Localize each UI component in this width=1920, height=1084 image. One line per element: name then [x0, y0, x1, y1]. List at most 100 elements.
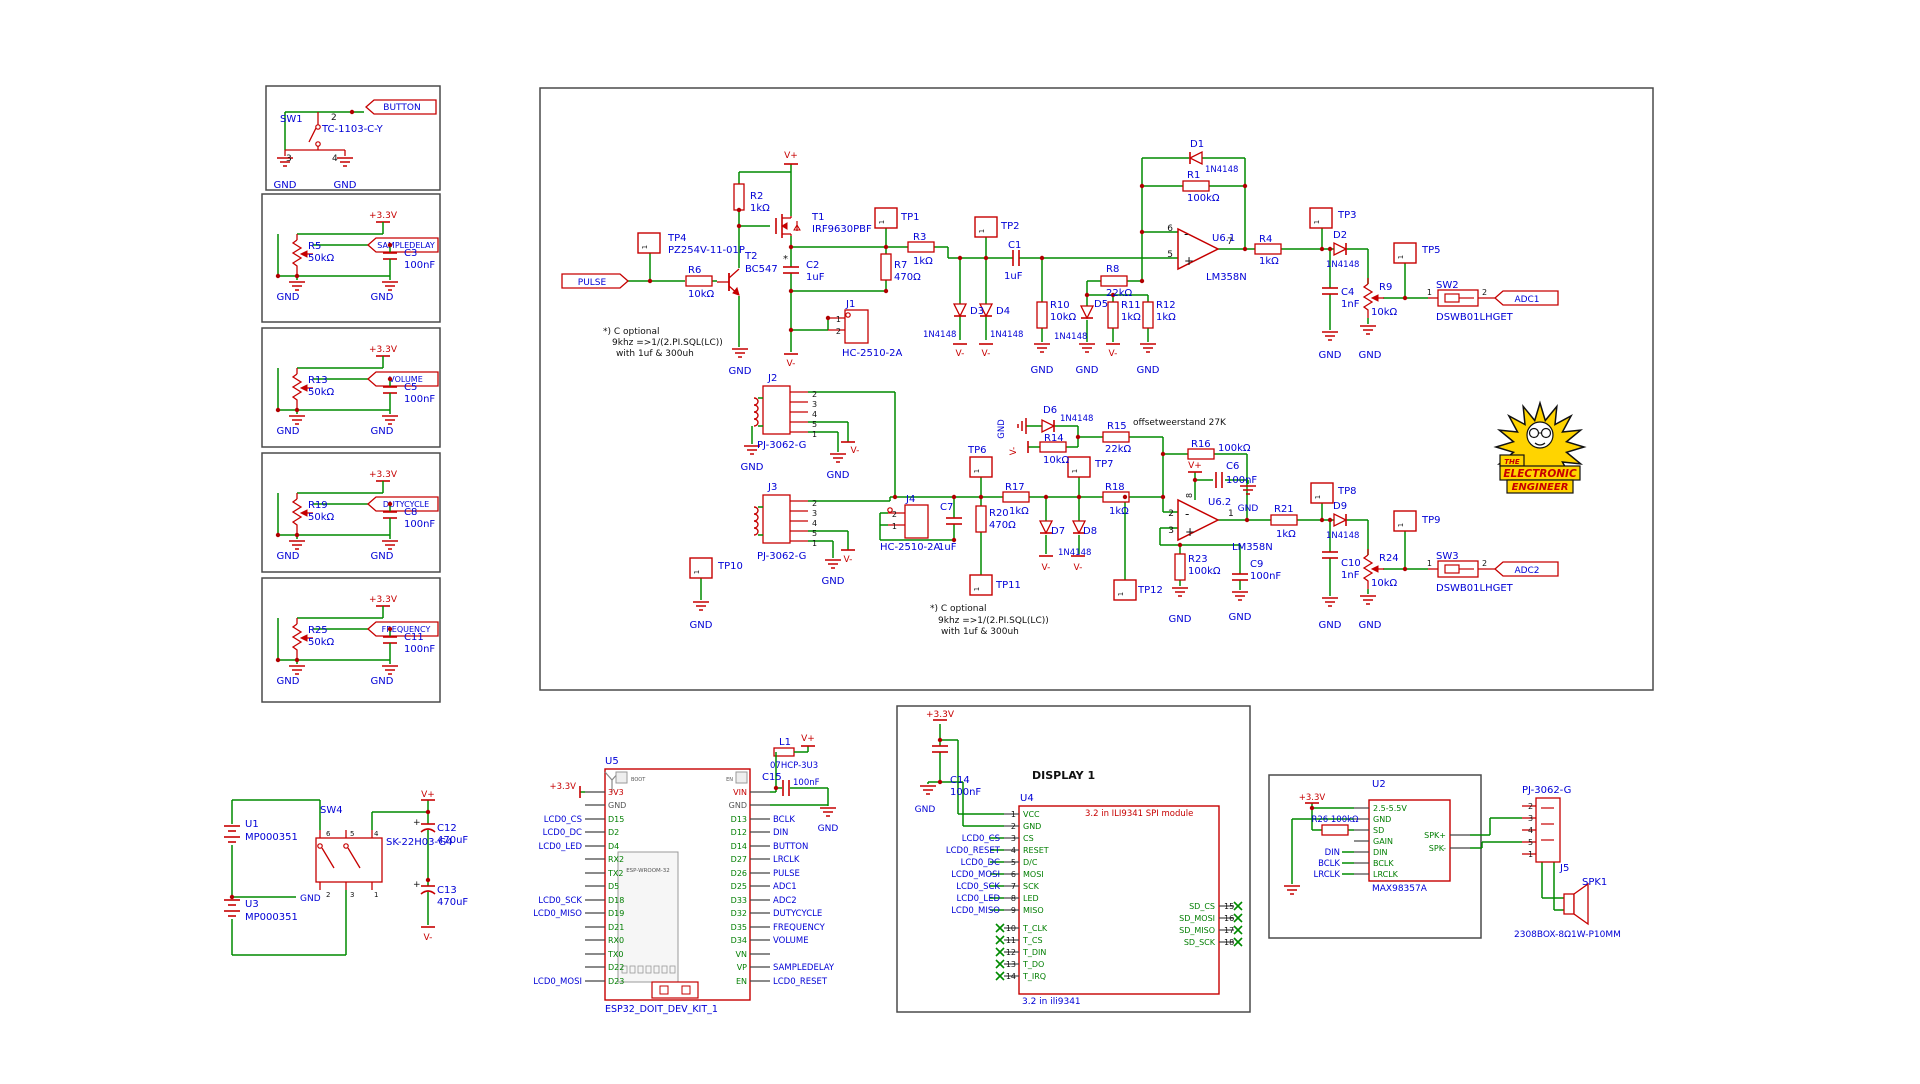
resistor[interactable] — [880, 253, 892, 281]
diode[interactable] — [1038, 520, 1054, 535]
resistor[interactable] — [1107, 301, 1119, 329]
en-button[interactable] — [735, 771, 748, 784]
polar-capacitor[interactable] — [420, 828, 436, 833]
audio-jack[interactable] — [1535, 797, 1561, 863]
label: 1nF — [1341, 299, 1360, 310]
resistor[interactable] — [685, 275, 713, 287]
speaker-icon[interactable] — [1563, 893, 1575, 915]
usb-connector[interactable] — [651, 981, 699, 999]
net-flag-pulse[interactable] — [561, 273, 629, 289]
label: V- — [424, 933, 433, 943]
junction-dot — [951, 494, 957, 500]
net-flag-button[interactable] — [365, 99, 437, 115]
net-flag-volume[interactable] — [367, 371, 439, 387]
diode[interactable] — [1041, 418, 1056, 434]
potentiometer[interactable] — [291, 623, 303, 652]
noconnect-x-icon — [995, 935, 1005, 945]
net-flag-sampledelay[interactable] — [367, 237, 439, 253]
speaker-icon[interactable] — [1573, 882, 1589, 926]
opamp[interactable] — [1177, 227, 1220, 271]
testpoint[interactable] — [874, 207, 898, 229]
resistor[interactable] — [975, 505, 987, 533]
diode[interactable] — [1333, 241, 1348, 257]
net-flag-adc1[interactable] — [1494, 290, 1559, 306]
resistor[interactable] — [1174, 553, 1186, 581]
testpoint[interactable] — [969, 574, 993, 596]
potentiometer[interactable] — [291, 239, 303, 268]
opamp[interactable] — [1177, 498, 1220, 542]
label: GND — [690, 620, 713, 631]
polar-capacitor[interactable] — [420, 890, 436, 895]
connector-box[interactable] — [315, 837, 383, 883]
label: PJ-3062-G — [757, 440, 806, 451]
capacitor-value: 100nF — [404, 644, 435, 655]
ili9341-module[interactable] — [1018, 805, 1220, 995]
label: 2 — [1482, 559, 1487, 568]
diode[interactable] — [978, 303, 994, 318]
testpoint[interactable] — [974, 216, 998, 238]
resistor[interactable] — [1321, 824, 1349, 836]
resistor[interactable] — [1102, 431, 1130, 443]
inductor-icon[interactable] — [753, 397, 759, 427]
net-flag-frequency[interactable] — [367, 621, 439, 637]
inductor-icon[interactable] — [753, 506, 759, 536]
pin-number: 9 — [1011, 906, 1016, 915]
panel-box — [261, 327, 441, 448]
resistor[interactable] — [1270, 514, 1298, 526]
label: C10 — [1341, 558, 1361, 569]
testpoint[interactable] — [969, 456, 993, 478]
junction-dot — [1319, 246, 1325, 252]
label: C13 — [437, 885, 457, 896]
resistor[interactable] — [1254, 243, 1282, 255]
connector-box[interactable] — [904, 504, 929, 539]
resistor[interactable] — [1187, 448, 1215, 460]
net-flag-adc2[interactable] — [1494, 561, 1559, 577]
diode[interactable] — [1079, 305, 1095, 320]
resistor[interactable] — [1002, 491, 1030, 503]
resistor[interactable] — [733, 183, 745, 211]
testpoint-pin: 1 — [973, 587, 981, 591]
diode[interactable] — [1071, 520, 1087, 535]
potentiometer[interactable] — [1362, 283, 1374, 312]
connector-box[interactable] — [762, 385, 791, 435]
testpoint[interactable] — [1309, 207, 1333, 229]
diode[interactable] — [1333, 512, 1348, 528]
testpoint[interactable] — [689, 557, 713, 579]
junction-dot — [788, 288, 794, 294]
testpoint[interactable] — [1067, 456, 1091, 478]
gnd-label: GND — [277, 676, 300, 687]
esp32-board[interactable] — [604, 768, 751, 1001]
gnd-label: GND — [371, 676, 394, 687]
testpoint[interactable] — [1113, 579, 1137, 601]
resistor[interactable] — [907, 241, 935, 253]
net-flag-dutycycle[interactable] — [367, 496, 439, 512]
resistor[interactable] — [1182, 180, 1210, 192]
label: 470Ω — [894, 272, 921, 283]
resistor[interactable] — [1102, 491, 1130, 503]
power-label: +3.3V — [369, 345, 398, 355]
potentiometer[interactable] — [291, 498, 303, 527]
potentiometer[interactable] — [291, 373, 303, 402]
connector-box[interactable] — [844, 309, 869, 344]
boot-button[interactable] — [615, 771, 628, 784]
resistor[interactable] — [1142, 301, 1154, 329]
testpoint[interactable] — [1393, 510, 1417, 532]
label: R20 — [989, 508, 1009, 519]
connector-box[interactable] — [762, 494, 791, 544]
potentiometer[interactable] — [1362, 554, 1374, 583]
resistor[interactable] — [1039, 441, 1067, 453]
pin-name: CS — [1023, 834, 1034, 843]
net-flag-label: DUTYCYCLE — [383, 500, 429, 509]
diode[interactable] — [1188, 150, 1203, 166]
testpoint[interactable] — [1310, 482, 1334, 504]
testpoint[interactable] — [637, 232, 661, 254]
pin-name: SD_MISO — [1179, 926, 1215, 935]
testpoint[interactable] — [1393, 242, 1417, 264]
connector-box[interactable] — [773, 747, 795, 757]
diode[interactable] — [952, 303, 968, 318]
label: TP5 — [1421, 245, 1441, 256]
resistor[interactable] — [1100, 275, 1128, 287]
resistor[interactable] — [1036, 301, 1048, 329]
pin-name: D2 — [608, 828, 619, 837]
